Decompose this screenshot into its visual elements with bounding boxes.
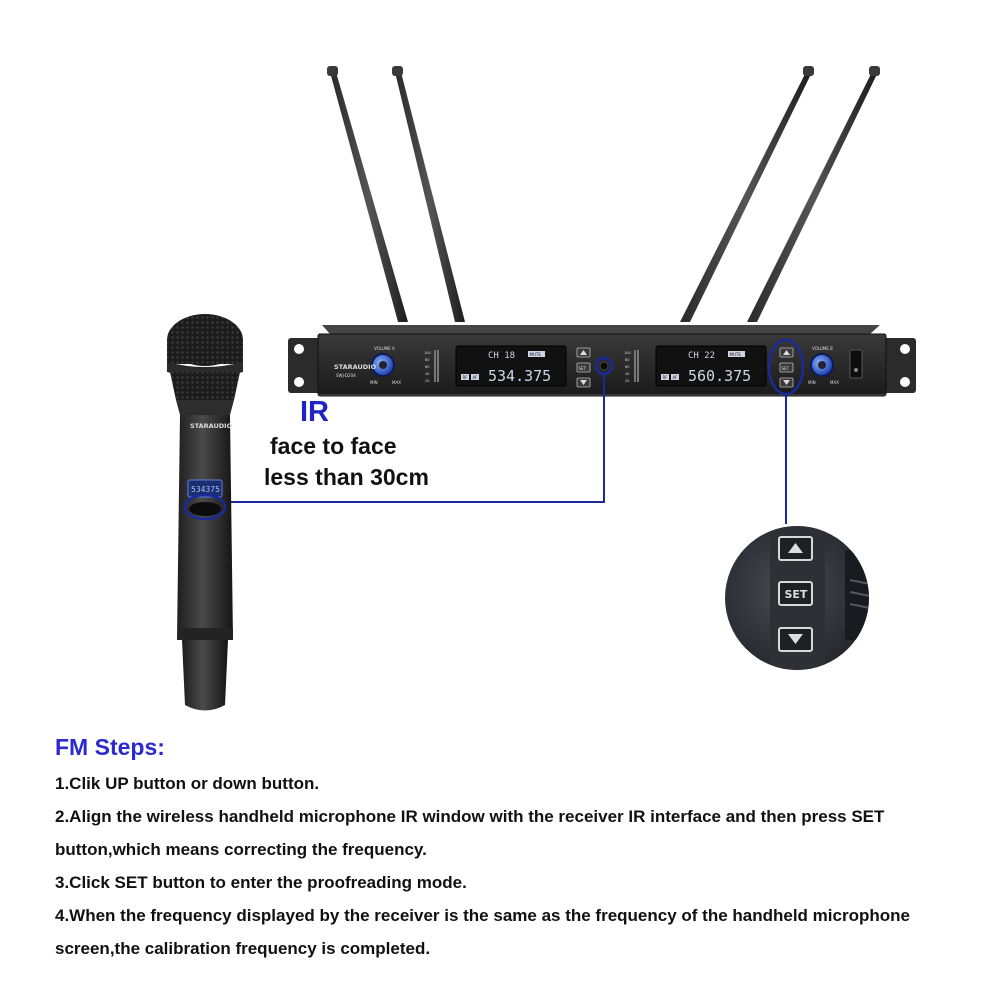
display-a-channel: CH 18 (488, 351, 515, 361)
fm-steps: FM Steps: 1.Clik UP button or down butto… (55, 734, 985, 965)
meter-b-tick: 40 (625, 372, 629, 376)
display-a-af: AF (473, 375, 479, 380)
meter-a-tick: 100 (424, 351, 431, 355)
volume-a-label: VOLUME A (374, 346, 395, 351)
fm-steps-title: FM Steps: (55, 734, 165, 760)
power-switch[interactable] (849, 349, 863, 379)
ir-connector-line (223, 374, 605, 503)
display-b-rf: RF (663, 375, 669, 380)
display-b-af: AF (673, 375, 679, 380)
set-button-a-label: SET (579, 366, 587, 371)
step-4: 4.When the frequency displayed by the re… (55, 906, 910, 958)
set-button-b-label: SET (782, 366, 790, 371)
zoom-set-button (778, 581, 813, 606)
ir-label: IR (300, 396, 329, 428)
buttons-a[interactable] (576, 347, 591, 388)
handheld-microphone (167, 314, 243, 711)
receiver-model: SWJ-D20A (336, 373, 356, 378)
receiver-brand: STARAUDIO (334, 363, 377, 371)
meter-b-tick: 20 (625, 379, 629, 383)
up-arrow-icon (788, 543, 803, 553)
display-a-mute: MUTE (530, 352, 542, 357)
meter-b-tick: 60 (625, 365, 629, 369)
meter-a-tick: 20 (425, 379, 429, 383)
display-b-mute: MUTE (730, 352, 742, 357)
receiver-ir-window (599, 361, 609, 371)
meter-a-tick: 40 (425, 372, 429, 376)
display-a-rf: RF (463, 375, 469, 380)
receiver (288, 325, 916, 397)
display-b-channel: CH 22 (688, 351, 715, 361)
zoom-set-label: SET (785, 588, 808, 601)
step-2: 2.Align the wireless handheld microphone… (55, 807, 885, 859)
meter-b-tick: 100 (624, 351, 631, 355)
volume-b-max: MAX (830, 380, 839, 385)
antenna-right-inner (680, 66, 814, 322)
buttons-b[interactable] (779, 347, 794, 388)
display-b-frequency: 560.375 (688, 367, 751, 385)
step-3: 3.Click SET button to enter the proofrea… (55, 873, 467, 892)
volume-a-max: MAX (392, 380, 401, 385)
distance-label: less than 30cm (264, 464, 429, 490)
meter-a-tick: 60 (425, 365, 429, 369)
volume-b-min: MIN (808, 380, 816, 385)
face-to-face-label: face to face (270, 433, 397, 459)
down-arrow-icon (788, 634, 803, 644)
antenna-right-outer (747, 66, 880, 322)
antenna-left-outer (327, 66, 408, 322)
step-1: 1.Clik UP button or down button. (55, 774, 320, 793)
volume-b-label: VOLUME B (812, 346, 833, 351)
volume-a-min: MIN (370, 380, 378, 385)
mic-brand: STARAUDIO (190, 422, 233, 430)
meter-a-tick: 80 (425, 358, 429, 362)
mic-ir-highlight (183, 493, 227, 521)
display-a-frequency: 534.375 (488, 367, 551, 385)
antenna-left-inner (392, 66, 465, 322)
meter-b-tick: 80 (625, 358, 629, 362)
buttons-zoom-detail (725, 526, 869, 670)
mic-screen: 534375 (191, 485, 220, 494)
